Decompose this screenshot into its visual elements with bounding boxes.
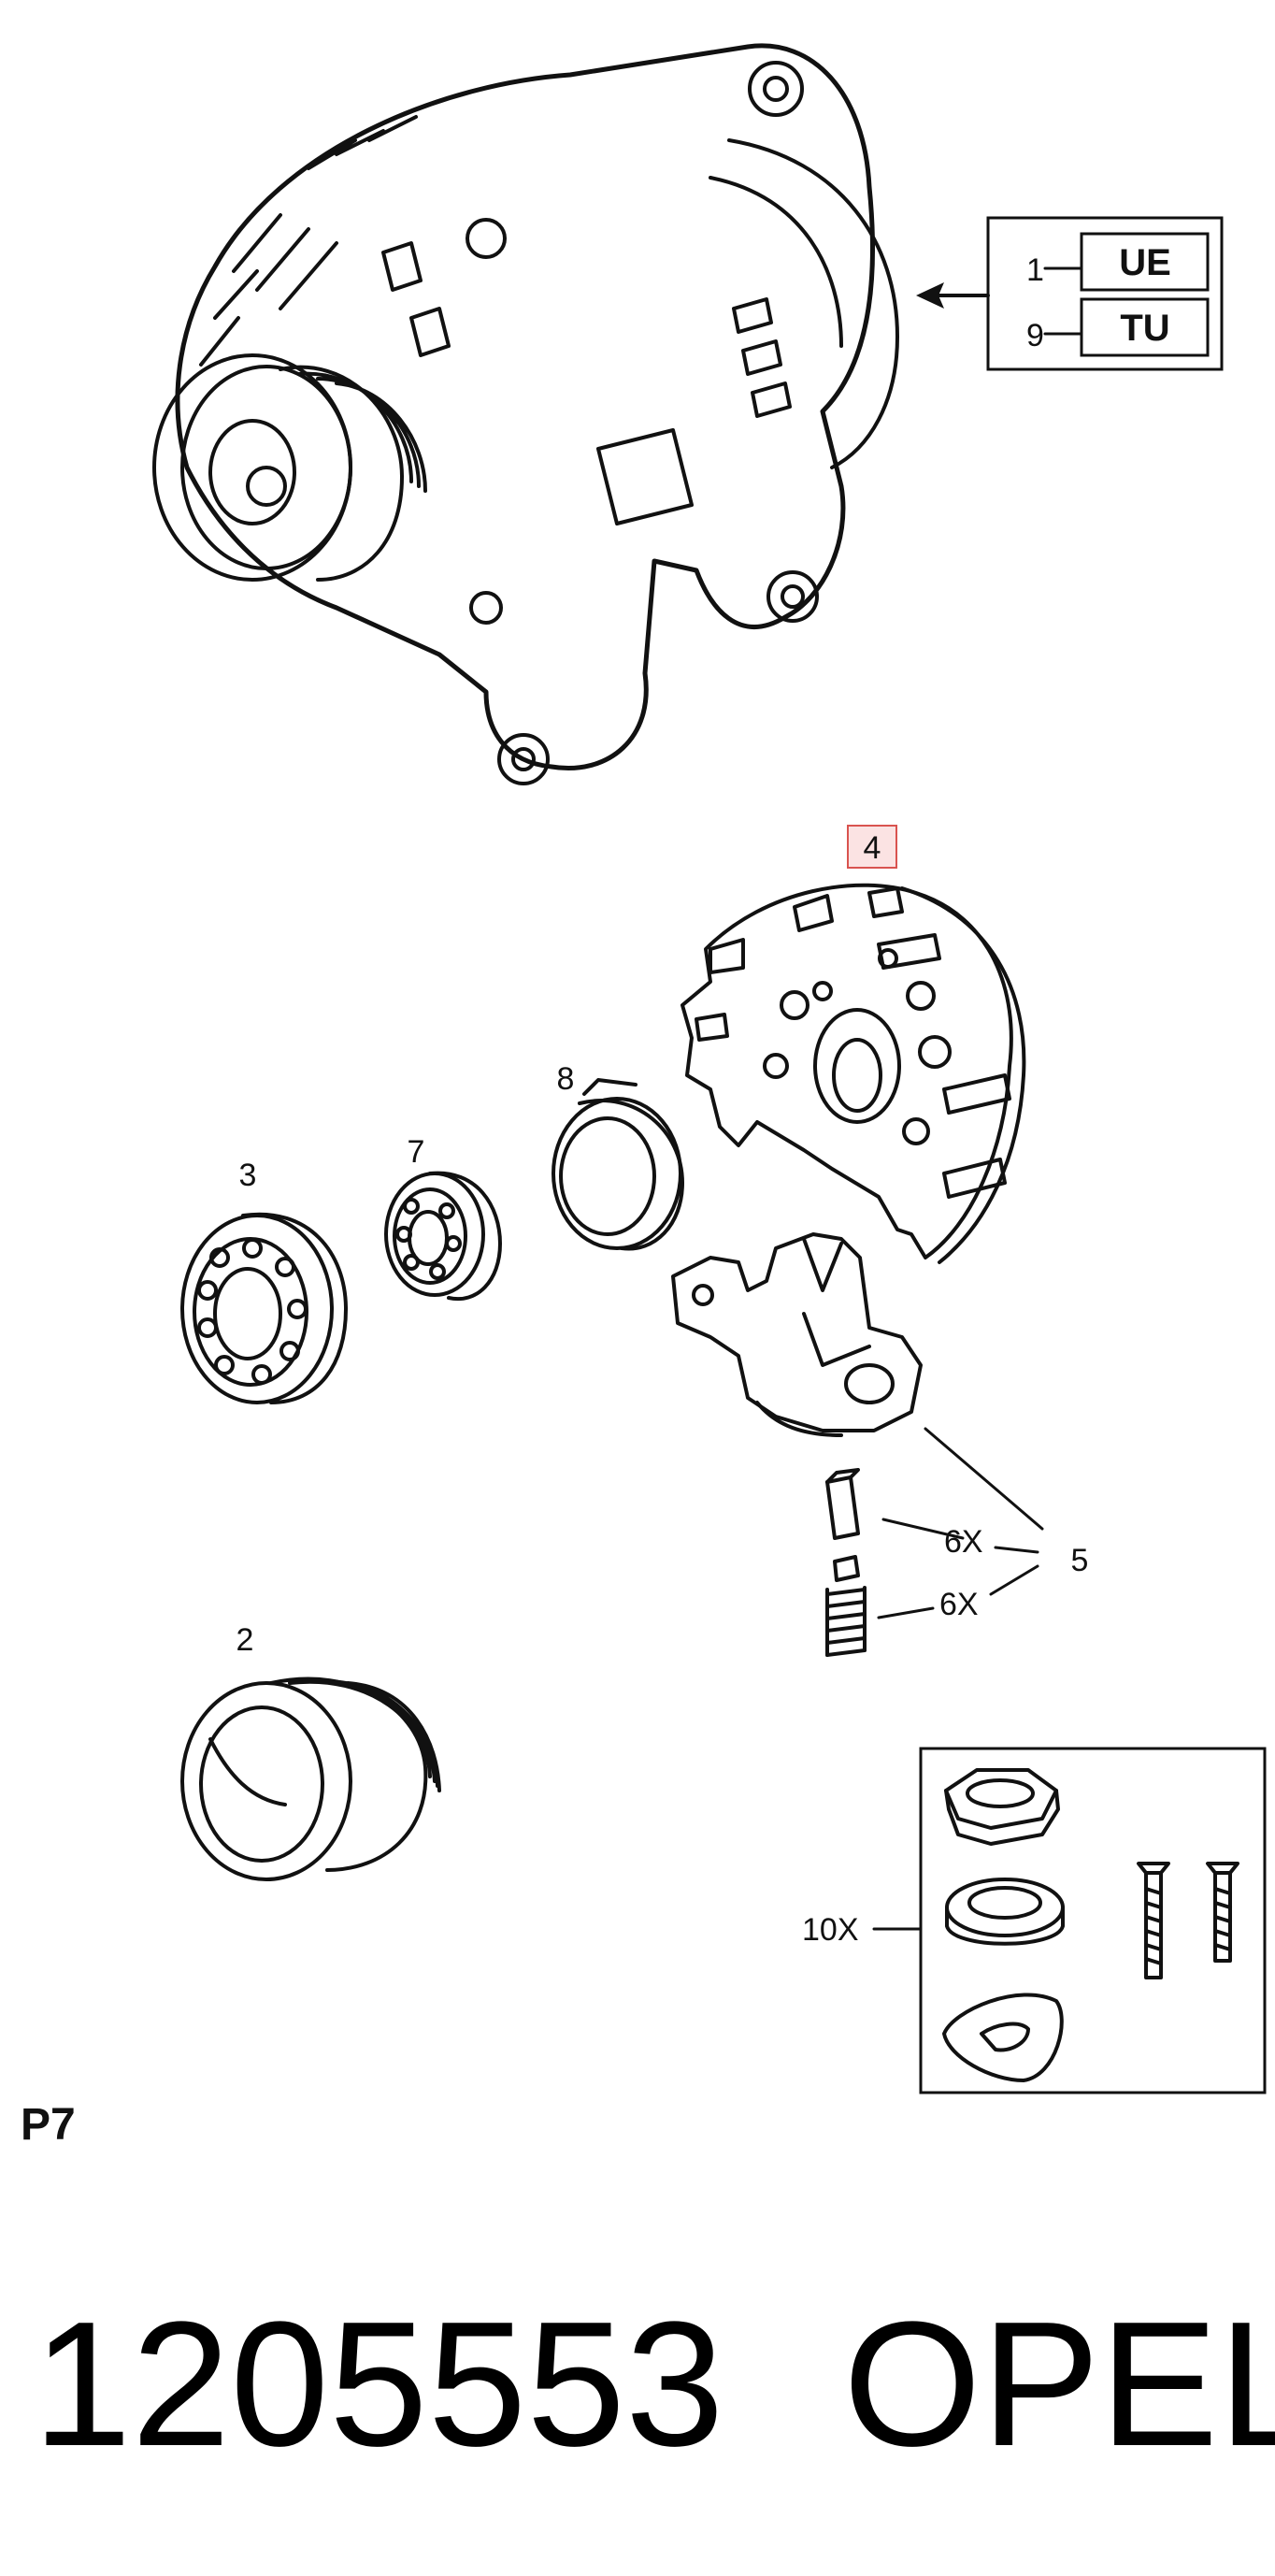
- brush-spring[interactable]: [825, 1555, 867, 1657]
- ball-bearing-large[interactable]: [180, 1212, 348, 1404]
- rectifier-plate[interactable]: [680, 883, 1026, 1264]
- spring-washer[interactable]: [942, 1993, 1064, 2082]
- washer[interactable]: [945, 1878, 1065, 1946]
- screw-left[interactable]: [1137, 1862, 1170, 1979]
- carbon-brush[interactable]: [825, 1468, 860, 1540]
- callout-4: 4: [864, 830, 881, 866]
- arrow-left-icon: [916, 282, 944, 309]
- leader-lines-5: [877, 1427, 1044, 1619]
- pulley[interactable]: [180, 1677, 441, 1881]
- qty-label-spring: 6X: [939, 1587, 979, 1622]
- screw-right[interactable]: [1206, 1862, 1239, 1963]
- callout-3: 3: [239, 1158, 257, 1193]
- qty-label-kit: 10X: [802, 1912, 859, 1948]
- highlight-box-4: [847, 825, 897, 869]
- variant-2-number: 9: [1026, 318, 1044, 353]
- callout-5: 5: [1071, 1543, 1089, 1578]
- variant-table: 1 UE 9 TU: [916, 216, 1224, 371]
- hardware-kit-box: [872, 1747, 1267, 2094]
- part-number: 1205553: [33, 2285, 724, 2483]
- callout-2: 2: [236, 1622, 254, 1658]
- variant-2-code: TU: [1120, 308, 1169, 349]
- variant-1-code: UE: [1119, 242, 1171, 283]
- brand-name: OPEL: [843, 2285, 1275, 2483]
- qty-label-brush: 6X: [944, 1524, 983, 1560]
- callout-7: 7: [408, 1134, 425, 1170]
- alternator-assembly[interactable]: [152, 43, 899, 785]
- ball-bearing-small[interactable]: [384, 1171, 502, 1302]
- slip-ring-bearing-sleeve[interactable]: [552, 1078, 684, 1251]
- hex-nut[interactable]: [944, 1768, 1060, 1846]
- variant-1-number: 1: [1026, 252, 1044, 288]
- page-code: P7: [21, 2100, 76, 2150]
- brush-holder[interactable]: [671, 1232, 923, 1437]
- callout-8: 8: [557, 1061, 575, 1097]
